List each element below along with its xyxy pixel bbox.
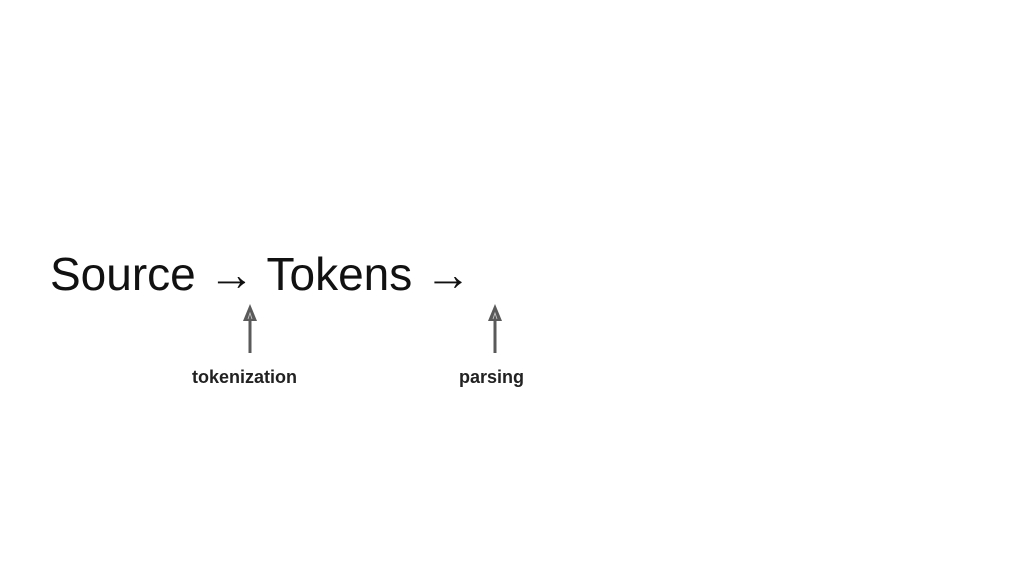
annotation-tokenization: tokenization [192,367,298,387]
stage-source: Source [50,248,196,300]
up-arrow-icon [241,303,259,353]
right-arrow-2: → [425,248,472,300]
pipeline-headline: Source → Tokens → [50,244,471,304]
annotation-parsing: parsing [459,367,525,387]
right-arrow-1: → [208,248,255,300]
up-arrow-icon [486,303,504,353]
stage-tokens: Tokens [266,248,413,300]
